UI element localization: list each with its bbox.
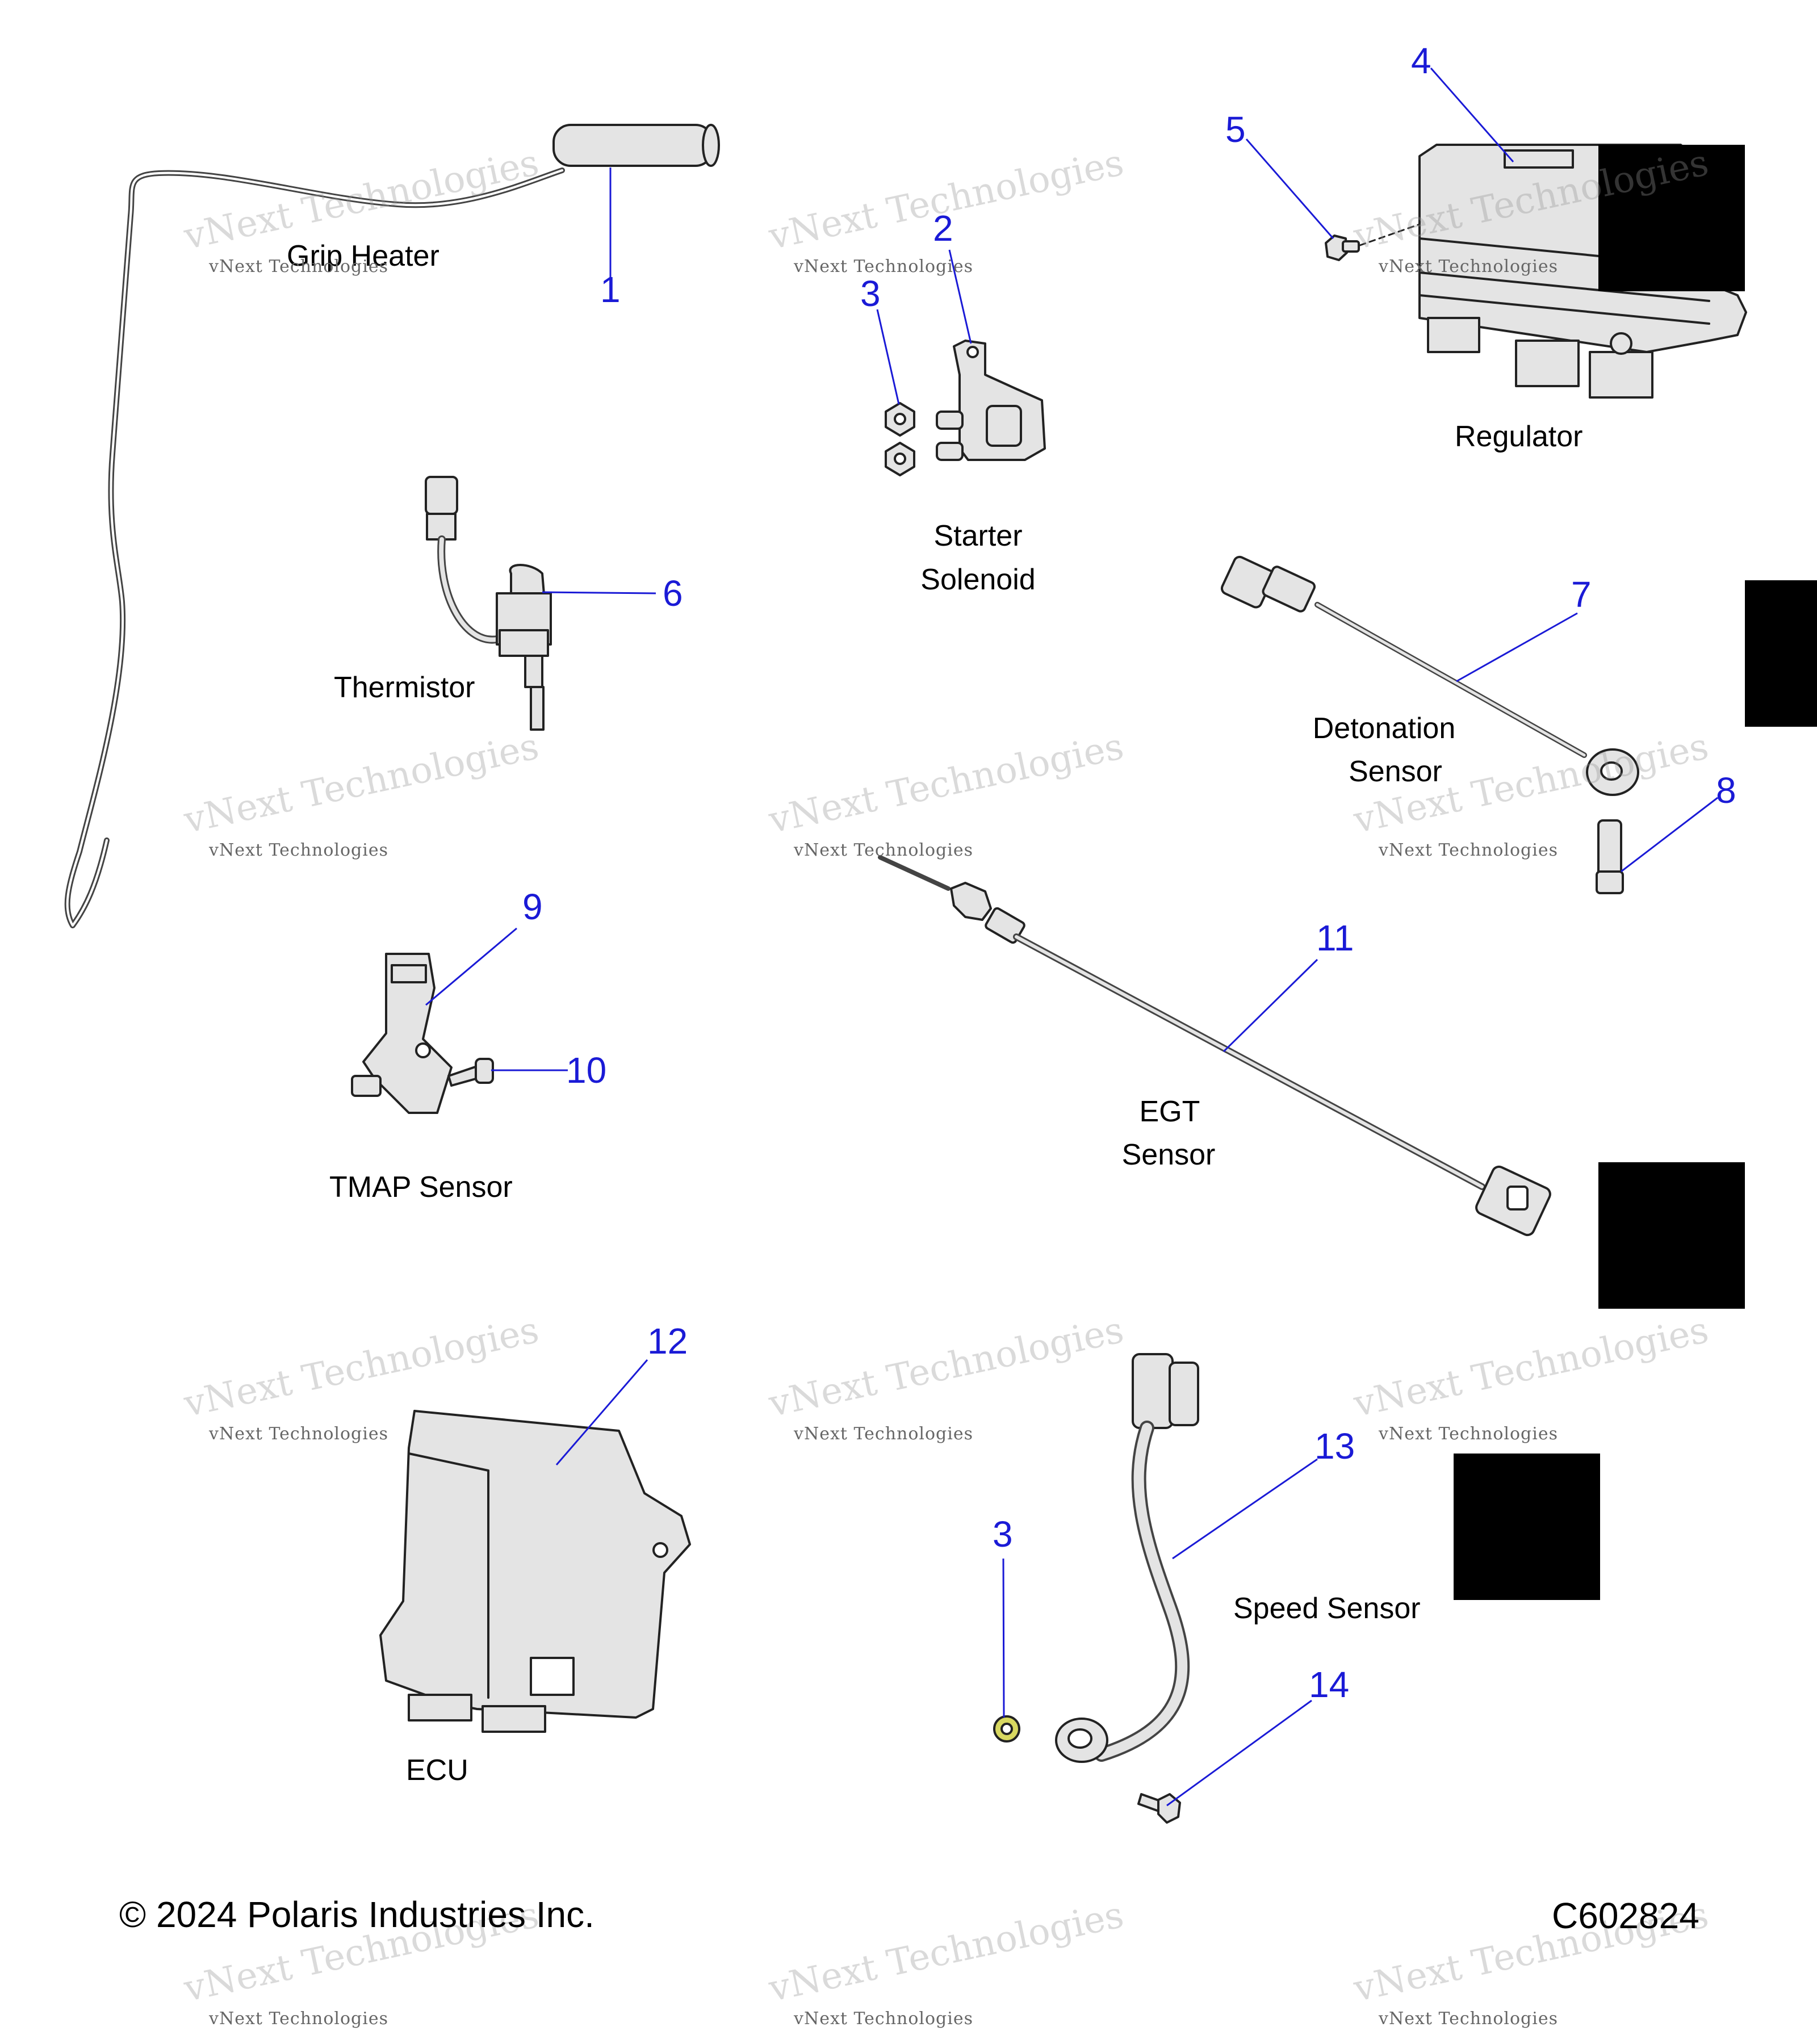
starter-solenoid-label-line1: Starter bbox=[933, 520, 1023, 552]
callout-3-lower: 3 bbox=[993, 1514, 1013, 1555]
nut-part bbox=[885, 402, 915, 476]
callout-6: 6 bbox=[663, 573, 683, 614]
redaction-block bbox=[1598, 145, 1745, 291]
callout-3: 3 bbox=[860, 273, 881, 314]
callout-9: 9 bbox=[522, 886, 543, 927]
speed-sensor-part bbox=[1055, 1353, 1199, 1763]
diagram-code: C602824 bbox=[1552, 1895, 1699, 1936]
callout-10: 10 bbox=[566, 1050, 607, 1091]
callout-2: 2 bbox=[933, 208, 953, 249]
callout-5: 5 bbox=[1225, 109, 1246, 150]
bolt-part bbox=[1325, 223, 1421, 261]
starter-solenoid-part bbox=[936, 340, 1046, 461]
copyright-text: © 2024 Polaris Industries Inc. bbox=[119, 1894, 594, 1935]
detonation-sensor-part bbox=[1220, 555, 1639, 796]
callout-1: 1 bbox=[600, 269, 621, 310]
callout-12: 12 bbox=[647, 1321, 688, 1362]
callout-13: 13 bbox=[1314, 1426, 1355, 1467]
detonation-sensor-label-line1: Detonation bbox=[1312, 712, 1456, 745]
regulator-label: Regulator bbox=[1455, 420, 1583, 453]
redaction-block bbox=[1745, 580, 1817, 727]
thermistor-part bbox=[425, 476, 552, 731]
ecu-part bbox=[379, 1410, 691, 1733]
callout-14: 14 bbox=[1309, 1664, 1350, 1705]
callout-11: 11 bbox=[1316, 918, 1354, 958]
redaction-block bbox=[1598, 1162, 1745, 1309]
bolt-part bbox=[1596, 819, 1624, 894]
tmap-sensor-label: TMAP Sensor bbox=[329, 1171, 513, 1204]
callout-7: 7 bbox=[1571, 574, 1592, 615]
egt-sensor-label-line2: Sensor bbox=[1121, 1138, 1216, 1171]
callout-4: 4 bbox=[1411, 40, 1431, 81]
callout-8: 8 bbox=[1716, 770, 1736, 811]
egt-sensor-part bbox=[878, 855, 1551, 1237]
starter-solenoid-label-line2: Solenoid bbox=[920, 563, 1036, 596]
leader-lines bbox=[425, 68, 1718, 1807]
ecu-label: ECU bbox=[406, 1754, 468, 1787]
detonation-sensor-label-line2: Sensor bbox=[1349, 755, 1442, 788]
thermistor-label: Thermistor bbox=[334, 671, 475, 704]
tmap-sensor-part bbox=[351, 953, 453, 1114]
redaction-block bbox=[1454, 1454, 1600, 1600]
egt-sensor-label-line1: EGT bbox=[1139, 1095, 1200, 1128]
bolt-part bbox=[1137, 1793, 1181, 1824]
grip-heater-label: Grip Heater bbox=[287, 240, 439, 273]
washer-part bbox=[993, 1715, 1020, 1743]
grip-heater-part bbox=[64, 124, 720, 928]
speed-sensor-label: Speed Sensor bbox=[1233, 1592, 1421, 1625]
screw-part bbox=[447, 1058, 494, 1087]
